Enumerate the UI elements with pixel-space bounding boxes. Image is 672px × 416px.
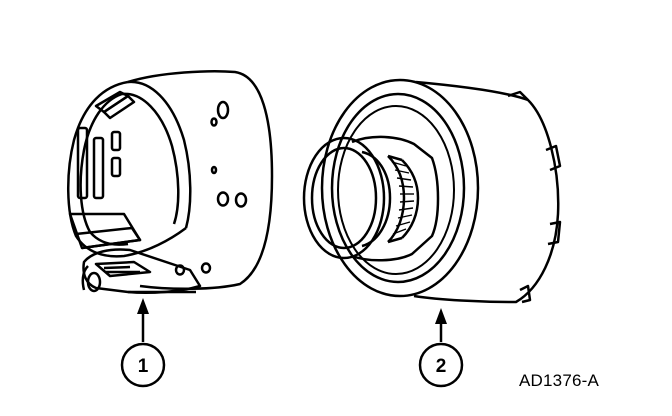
callout-badge-2: 2 — [418, 342, 464, 388]
callout-number-1: 1 — [138, 356, 149, 377]
callout-arrow-1 — [137, 298, 149, 342]
callout-arrow-2 — [435, 308, 447, 342]
callout-badge-1: 1 — [120, 342, 166, 388]
bearing-rollers — [391, 161, 415, 235]
drum-assembly-illustration — [302, 78, 562, 304]
callout-number-2: 2 — [436, 356, 447, 377]
brake-band-illustration — [67, 70, 274, 294]
figure-id-label: AD1376-A — [519, 371, 600, 390]
